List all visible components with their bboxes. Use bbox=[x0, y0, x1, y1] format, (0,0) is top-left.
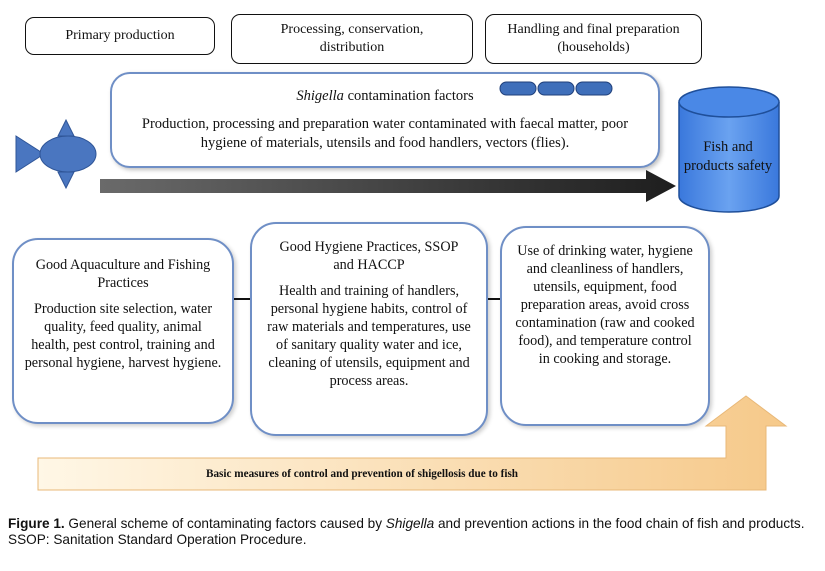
caption-note: SSOP: Sanitation Standard Operation Proc… bbox=[8, 532, 307, 547]
practice-text: Use of drinking water, hygiene and clean… bbox=[515, 243, 695, 367]
practice-box-aquaculture: Good Aquaculture and Fishing Practices P… bbox=[12, 238, 234, 424]
contamination-factors-text: Production, processing and preparation w… bbox=[141, 116, 629, 151]
bacteria-icon bbox=[499, 81, 613, 96]
contamination-factors-title: Shigella contamination factors bbox=[112, 88, 658, 105]
stage-label: Processing, conservation, distribution bbox=[280, 22, 424, 55]
stage-label: Primary production bbox=[65, 28, 175, 43]
stage-processing: Processing, conservation, distribution bbox=[231, 14, 473, 64]
stage-primary-production: Primary production bbox=[25, 17, 215, 55]
connector-line bbox=[234, 298, 250, 300]
factors-title-italic: Shigella bbox=[296, 88, 344, 104]
stage-label: Handling and final preparation (househol… bbox=[507, 22, 680, 55]
banner-label: Basic measures of control and prevention… bbox=[206, 468, 519, 480]
practice-box-hygiene: Good Hygiene Practices, SSOP and HACCP H… bbox=[250, 222, 488, 436]
practice-text: Health and training of handlers, persona… bbox=[267, 283, 471, 389]
safety-cylinder bbox=[678, 86, 780, 213]
factors-title-rest: contamination factors bbox=[343, 88, 474, 104]
practice-box-handling: Use of drinking water, hygiene and clean… bbox=[500, 226, 710, 426]
caption-text-before: General scheme of contaminating factors … bbox=[64, 516, 386, 531]
caption-text-after: and prevention actions in the food chain… bbox=[434, 516, 805, 531]
practice-title: Good Hygiene Practices, SSOP and HACCP bbox=[279, 239, 459, 273]
safety-label: Fish and products safety bbox=[683, 139, 773, 174]
caption-italic: Shigella bbox=[385, 516, 435, 531]
figure-caption: Figure 1. General scheme of contaminatin… bbox=[8, 516, 820, 548]
food-chain-arrow bbox=[100, 170, 676, 202]
practice-text: Production site selection, water quality… bbox=[24, 301, 222, 371]
caption-label: Figure 1. bbox=[8, 516, 65, 531]
practice-title: Good Aquaculture and Fishing Practices bbox=[35, 257, 211, 291]
connector-line bbox=[488, 298, 500, 300]
fish-icon bbox=[15, 118, 97, 190]
banner-arrow bbox=[37, 395, 788, 491]
stage-handling: Handling and final preparation (househol… bbox=[485, 14, 702, 64]
